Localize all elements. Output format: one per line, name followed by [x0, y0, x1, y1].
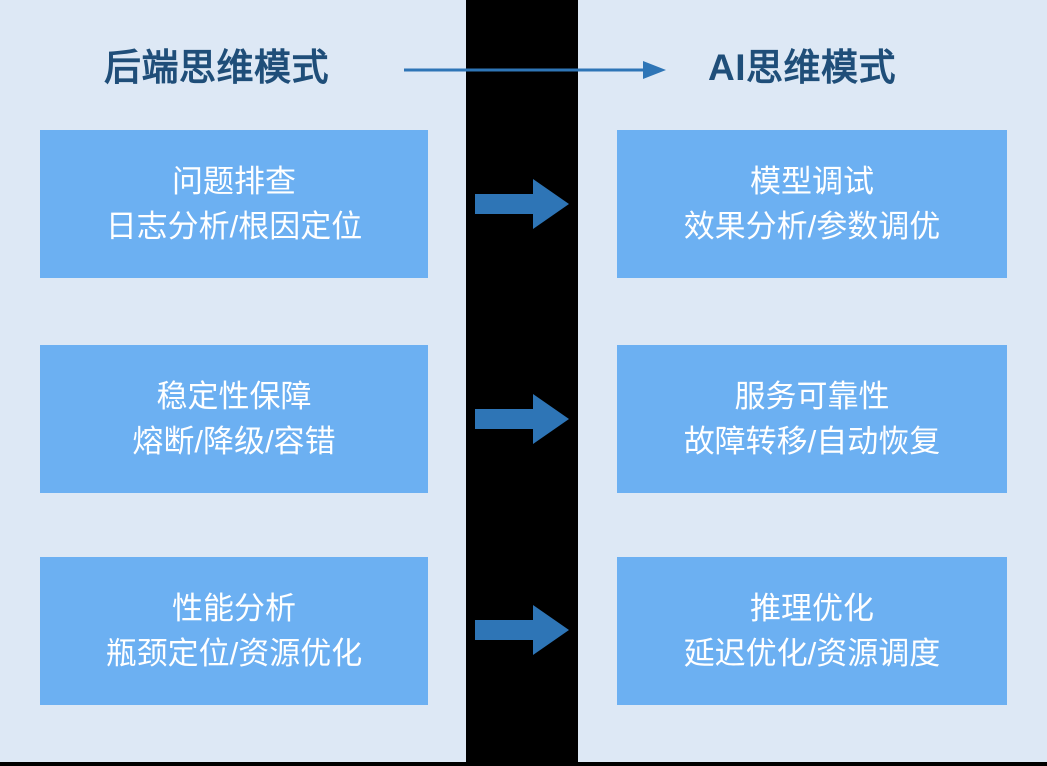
box-heading: 模型调试	[750, 164, 874, 199]
row-arrow-icon-3	[475, 602, 573, 658]
box-detail: 延迟优化/资源调度	[683, 636, 941, 671]
left-box-row-2: 稳定性保障 熔断/降级/容错	[40, 345, 428, 493]
box-detail: 熔断/降级/容错	[132, 424, 336, 459]
bottom-edge-strip	[0, 762, 1047, 766]
row-arrow-icon-1	[475, 176, 573, 232]
right-box-row-1: 模型调试 效果分析/参数调优	[617, 130, 1007, 278]
row-arrow-icon-2	[475, 391, 573, 447]
box-detail: 日志分析/根因定位	[105, 209, 363, 244]
box-heading: 问题排查	[172, 164, 296, 199]
right-box-row-2: 服务可靠性 故障转移/自动恢复	[617, 345, 1007, 493]
right-box-row-3: 推理优化 延迟优化/资源调度	[617, 557, 1007, 705]
box-heading: 性能分析	[172, 591, 296, 626]
box-heading: 服务可靠性	[734, 379, 890, 414]
box-heading: 稳定性保障	[156, 379, 312, 414]
box-detail: 效果分析/参数调优	[683, 209, 941, 244]
box-detail: 瓶颈定位/资源优化	[105, 636, 363, 671]
transition-arrow-icon	[400, 50, 672, 86]
left-box-row-1: 问题排查 日志分析/根因定位	[40, 130, 428, 278]
right-column-title: AI思维模式	[708, 47, 896, 88]
left-column-title: 后端思维模式	[104, 47, 329, 88]
box-heading: 推理优化	[750, 591, 874, 626]
box-detail: 故障转移/自动恢复	[683, 424, 941, 459]
left-box-row-3: 性能分析 瓶颈定位/资源优化	[40, 557, 428, 705]
